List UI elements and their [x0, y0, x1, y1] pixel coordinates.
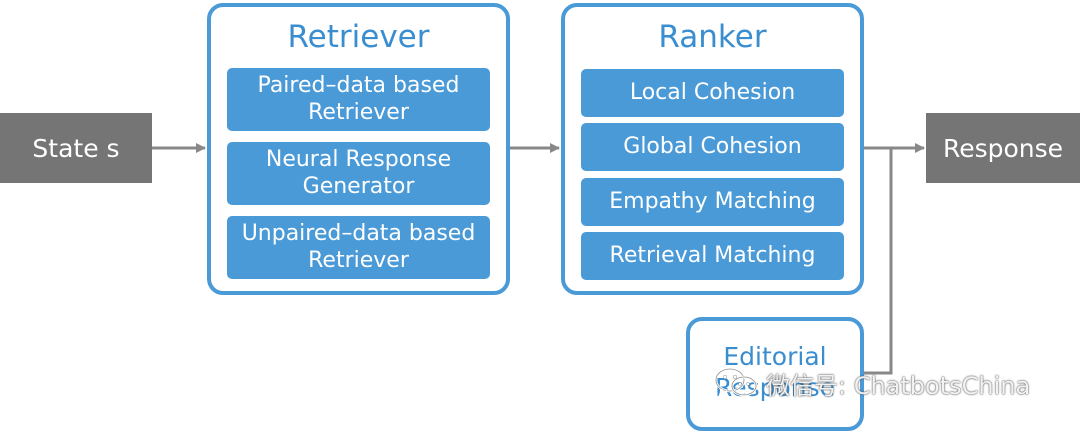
retriever-group: Retriever Paired–data based Retriever Ne…: [207, 3, 510, 295]
retriever-item-label: Neural Response Generator: [265, 147, 452, 199]
ranker-item-label: Retrieval Matching: [609, 242, 816, 268]
ranker-item-global-cohesion: Global Cohesion: [581, 123, 844, 171]
watermark-text: 微信号: ChatbotsChina: [766, 371, 1031, 400]
ranker-item-label: Empathy Matching: [609, 188, 816, 214]
editorial-label: Editorial Response: [714, 342, 836, 403]
ranker-group: Ranker Local Cohesion Global Cohesion Em…: [561, 3, 864, 295]
retriever-item-label: Unpaired–data based Retriever: [241, 221, 476, 273]
ranker-item-local-cohesion: Local Cohesion: [581, 69, 844, 117]
state-box: State s: [0, 113, 152, 183]
wechat-icon: [714, 367, 758, 398]
retriever-item-paired: Paired–data based Retriever: [227, 68, 490, 131]
response-label: Response: [942, 133, 1064, 163]
retriever-item-neural: Neural Response Generator: [227, 142, 490, 205]
editorial-response-box: Editorial Response: [686, 317, 864, 431]
ranker-item-empathy-matching: Empathy Matching: [581, 178, 844, 226]
ranker-item-retrieval-matching: Retrieval Matching: [581, 232, 844, 280]
ranker-title: Ranker: [658, 19, 767, 55]
response-box: Response: [926, 113, 1080, 183]
ranker-item-label: Global Cohesion: [623, 133, 802, 159]
connector-editorial-to-response: [864, 148, 893, 375]
state-label: State s: [32, 133, 120, 163]
retriever-title: Retriever: [287, 19, 430, 55]
retriever-item-label: Paired–data based Retriever: [257, 73, 460, 125]
retriever-item-unpaired: Unpaired–data based Retriever: [227, 216, 490, 279]
ranker-item-label: Local Cohesion: [629, 79, 796, 105]
watermark: 微信号: ChatbotsChina: [714, 365, 1030, 401]
